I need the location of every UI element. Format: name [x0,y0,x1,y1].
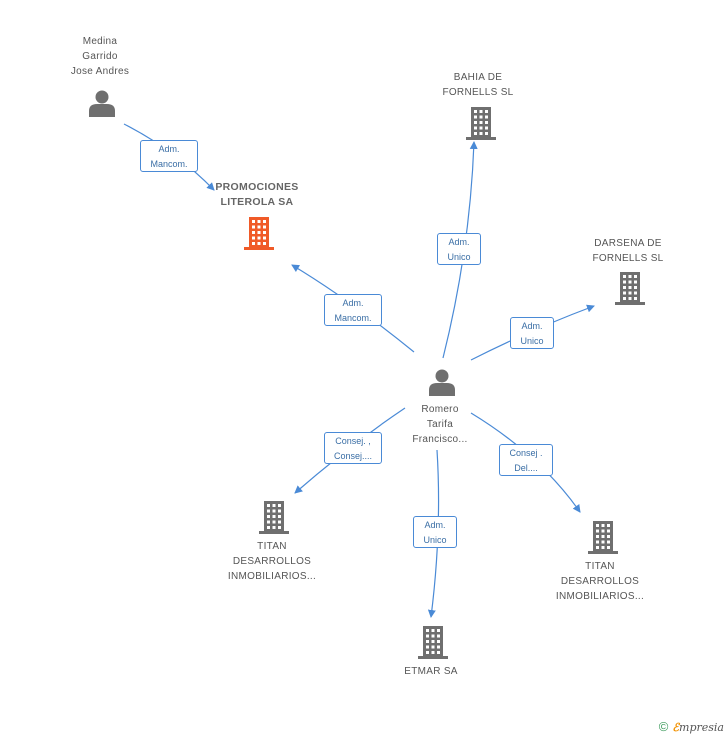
role-label-romero-promociones[interactable]: Adm. Mancom. [324,294,382,326]
role-line: Adm. [158,144,180,154]
person-name-medina[interactable]: Medina Garrido Jose Andres [48,34,152,79]
role-line: Unico [423,535,447,545]
role-line: Consej. , [335,436,371,446]
name-line: Romero [421,404,459,415]
role-line: Unico [520,336,544,346]
building-icon[interactable] [615,272,645,305]
role-line: Adm. [521,321,543,331]
name-line: TITAN [257,541,287,552]
person-name-romero[interactable]: Romero Tarifa Francisco... [386,402,494,447]
copyright-icon: © [658,719,669,734]
name-line: PROMOCIONES [215,181,299,193]
name-line: ETMAR SA [404,666,458,677]
name-line: DARSENA DE [594,238,662,249]
company-name-titan-1[interactable]: TITAN DESARROLLOS INMOBILIARIOS... [214,539,330,584]
company-name-bahia[interactable]: BAHIA DE FORNELLS SL [424,70,532,100]
company-name-promociones[interactable]: PROMOCIONES LITEROLA SA [200,180,314,210]
company-name-darsena[interactable]: DARSENA DE FORNELLS SL [574,236,682,266]
brand-initial: ℰ [672,721,680,734]
company-name-etmar[interactable]: ETMAR SA [380,664,482,679]
name-line: Tarifa [426,419,454,430]
role-label-romero-titan2[interactable]: Consej . Del.... [499,444,553,476]
role-line: Adm. [342,298,364,308]
name-line: Jose Andres [70,66,130,77]
role-line: Del.... [514,463,538,473]
name-line: FORNELLS SL [592,253,664,264]
building-icon[interactable] [259,501,289,534]
name-line: INMOBILIARIOS... [227,571,317,582]
role-label-medina-promociones[interactable]: Adm. Mancom. [140,140,198,172]
building-icon[interactable] [244,217,274,250]
role-line: Mancom. [150,159,188,169]
role-line: Adm. [424,520,446,530]
name-line: DESARROLLOS [232,556,312,567]
role-label-romero-bahia[interactable]: Adm. Unico [437,233,481,265]
building-icon[interactable] [588,521,618,554]
name-line: Garrido [82,51,118,62]
role-line: Adm. [448,237,470,247]
name-line: Medina [82,36,118,47]
name-line: TITAN [585,561,615,572]
name-line: DESARROLLOS [560,576,640,587]
role-label-romero-etmar[interactable]: Adm. Unico [413,516,457,548]
name-line: FORNELLS SL [442,87,514,98]
role-label-romero-darsena[interactable]: Adm. Unico [510,317,554,349]
name-line: BAHIA DE [453,72,503,83]
person-icon[interactable] [429,369,455,397]
person-icon[interactable] [89,90,115,118]
name-line: Francisco... [412,434,468,445]
building-icon[interactable] [418,626,448,659]
building-icon[interactable] [466,107,496,140]
name-line: LITEROLA SA [220,196,294,208]
role-line: Unico [447,252,471,262]
name-line: INMOBILIARIOS... [555,591,645,602]
role-line: Consej . [509,448,543,458]
role-line: Consej.... [333,451,373,461]
role-label-romero-titan1[interactable]: Consej. , Consej.... [324,432,382,464]
role-line: Mancom. [334,313,372,323]
empresia-logo[interactable]: ©ℰmpresia [659,719,724,734]
company-name-titan-2[interactable]: TITAN DESARROLLOS INMOBILIARIOS... [542,559,658,604]
brand-name: mpresia [679,721,724,734]
